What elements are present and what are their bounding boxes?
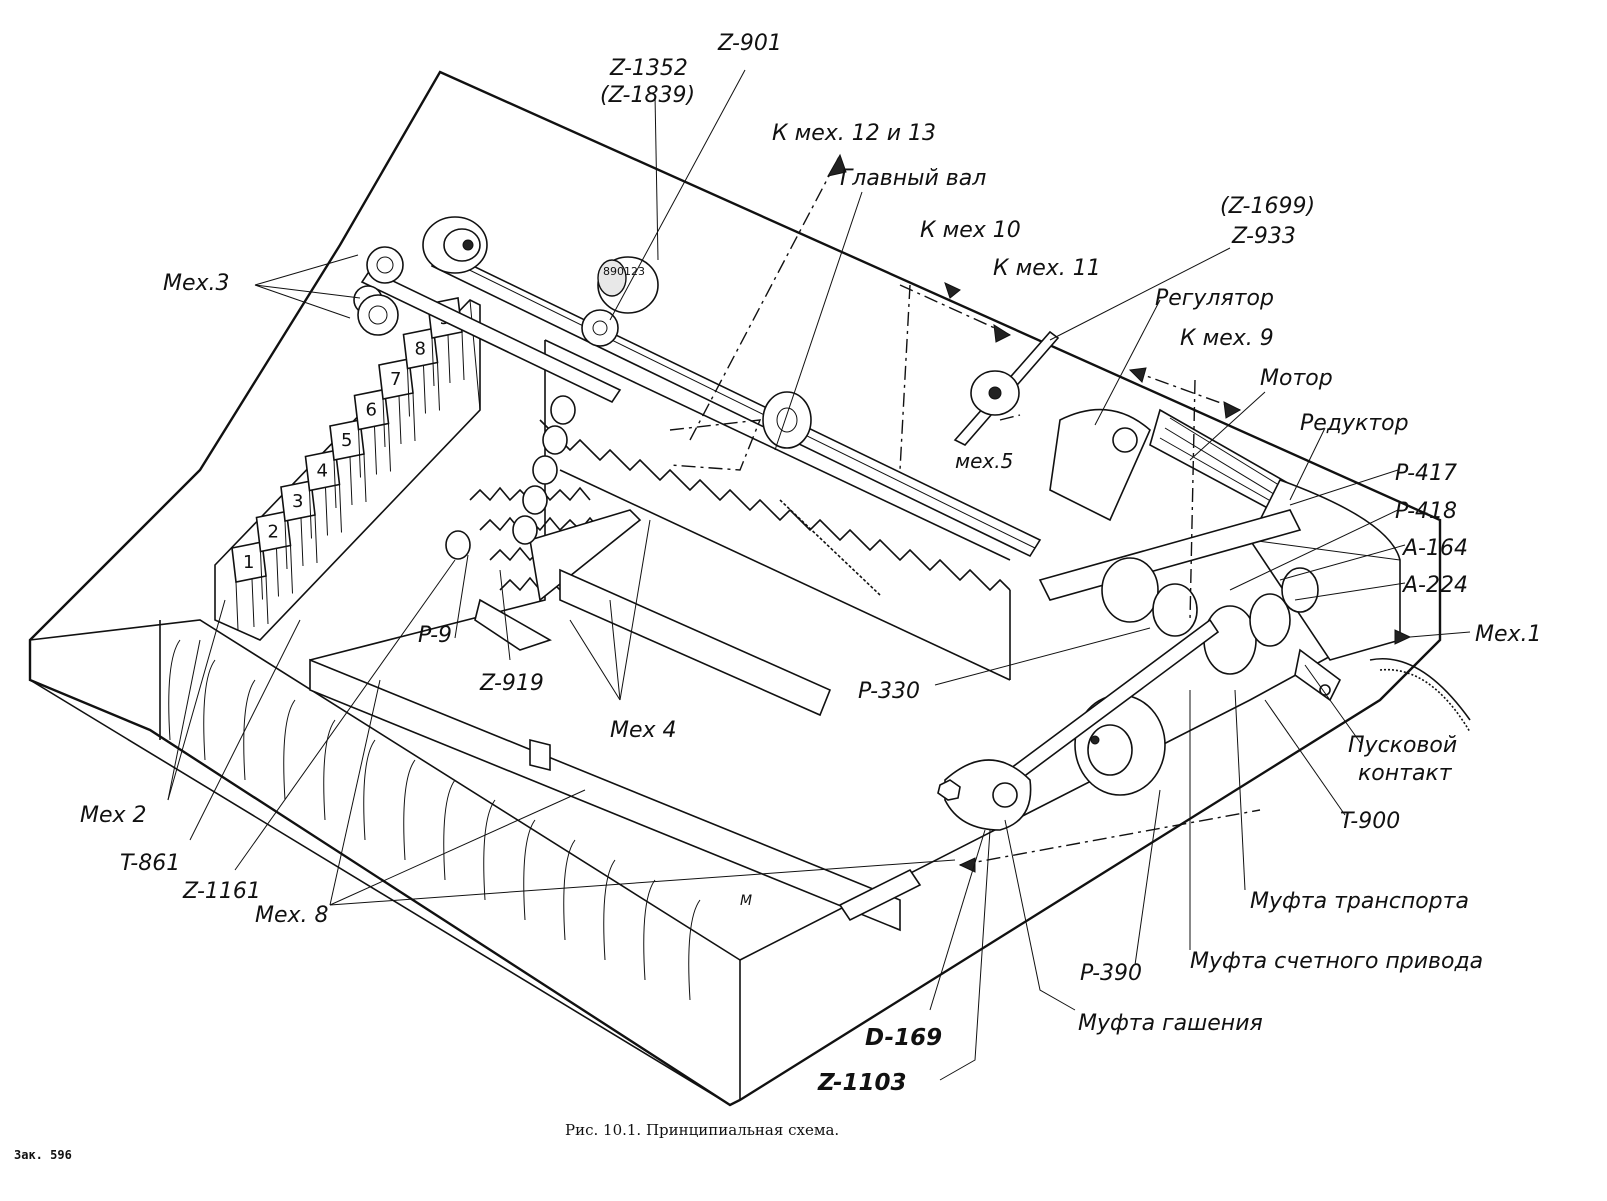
spring-rod (559, 499, 881, 717)
key-stem (260, 545, 293, 600)
key-8[interactable]: 8 (402, 327, 440, 417)
lower-shaft (937, 618, 1220, 831)
key-stem (358, 423, 391, 478)
leader-lines (167, 69, 1471, 1081)
label-z1352: Z-1352 (609, 56, 688, 81)
key-stem (284, 514, 318, 570)
clutch-stack (1038, 509, 1319, 796)
rack-mex4 (539, 419, 1011, 681)
key-cap (402, 327, 439, 370)
guide-lines (669, 154, 1261, 866)
label-kontakt: контакт (1358, 761, 1453, 786)
key-bank (214, 299, 481, 641)
label-t900: T-900 (1340, 809, 1400, 834)
key-stem (235, 575, 269, 631)
key-stem (382, 392, 416, 448)
label-mex1: Мех.1 (1475, 622, 1542, 647)
arrowheads (827, 153, 1412, 873)
label-z1839: (Z-1839) (600, 83, 695, 108)
label-mex3: Мех.3 (163, 271, 230, 296)
label-t861: T-861 (120, 851, 180, 876)
key-cap (329, 419, 365, 461)
key-label: 2 (268, 522, 279, 543)
key-cap (280, 480, 316, 522)
label-mufta-gasheniya: Муфта гашения (1078, 1011, 1263, 1036)
labels: Z-1352 (Z-1839) Z-901 К мех. 12 и 13 Гла… (80, 31, 1542, 1096)
shaft-z933 (953, 330, 1060, 446)
label-glavny-val: Главный вал (840, 166, 986, 191)
counter-wheel-z1352: 890123 (597, 256, 659, 314)
key-7[interactable]: 7 (378, 358, 416, 448)
belt-mex1 (1369, 658, 1471, 733)
key-stem (309, 484, 342, 539)
label-p330: P-330 (858, 679, 920, 704)
comb-racks (469, 486, 642, 651)
key-cap (304, 449, 341, 492)
label-puskovoy: Пусковой (1348, 733, 1457, 758)
label-z901: Z-901 (717, 31, 782, 56)
key-label: 3 (292, 491, 303, 512)
order-number: Зак. 596 (14, 1148, 72, 1162)
label-reduktor: Редуктор (1300, 411, 1409, 436)
label-a224: A-224 (1401, 573, 1468, 598)
key-cap (378, 358, 414, 400)
label-k-mex-11: К мех. 11 (993, 256, 1101, 281)
mex3-gear-low (357, 294, 399, 336)
left-end-disc (422, 216, 488, 274)
mex3-gear-top (366, 246, 404, 284)
label-k-mex-10: К мех 10 (920, 218, 1021, 243)
key-stem (431, 331, 465, 387)
label-a164: A-164 (1401, 536, 1468, 561)
label-z919: Z-919 (479, 671, 544, 696)
label-p417: P-417 (1395, 461, 1457, 486)
gear-z901 (581, 309, 619, 347)
key-stem (407, 362, 440, 417)
key-label: 8 (415, 339, 426, 360)
key-4[interactable]: 4 (304, 449, 342, 539)
key-1[interactable]: 1 (231, 541, 269, 631)
figure-caption: Рис. 10.1. Принципиальная схема. (565, 1121, 839, 1139)
number-keys: 123456789 (231, 297, 465, 631)
label-z1699: (Z-1699) (1220, 194, 1315, 219)
label-d169: D-169 (865, 1025, 942, 1051)
key-6[interactable]: 6 (353, 388, 391, 478)
label-p9: P-9 (418, 623, 452, 648)
main-shaft-gear (762, 391, 812, 449)
key-label: 6 (366, 400, 377, 421)
label-mex5: мех.5 (955, 449, 1013, 473)
label-mex8: Мех. 8 (255, 903, 329, 928)
key-cap (231, 541, 267, 583)
key-cap (255, 510, 292, 553)
mark-m: М (740, 893, 752, 909)
label-p390: P-390 (1080, 961, 1142, 986)
label-p418: P-418 (1395, 499, 1457, 524)
key-label: 4 (317, 461, 328, 482)
digit-wheels-column (445, 395, 576, 560)
label-z1161: Z-1161 (182, 879, 261, 904)
label-mufta-schetnogo: Муфта счетного привода (1190, 949, 1483, 974)
label-k-mex-12-13: К мех. 12 и 13 (772, 121, 936, 146)
label-mufta-transporta: Муфта транспорта (1250, 889, 1469, 914)
key-5[interactable]: 5 (329, 419, 367, 509)
key-label: 1 (243, 552, 254, 573)
key-3[interactable]: 3 (280, 480, 318, 570)
label-regulyator: Регулятор (1155, 286, 1274, 311)
key-cap (353, 388, 390, 431)
key-2[interactable]: 2 (255, 510, 293, 600)
key-label: 5 (341, 430, 352, 451)
label-motor: Мотор (1260, 366, 1333, 391)
label-mex2: Мех 2 (80, 803, 147, 828)
label-z933: Z-933 (1231, 224, 1296, 249)
label-mex4: Мех 4 (610, 718, 677, 743)
label-k-mex-9: К мех. 9 (1180, 326, 1274, 351)
bar-mex8: М (309, 658, 922, 932)
key-stem (333, 453, 367, 509)
regulator (1049, 408, 1151, 522)
label-z1103: Z-1103 (817, 1070, 907, 1096)
key-label: 7 (390, 369, 401, 390)
